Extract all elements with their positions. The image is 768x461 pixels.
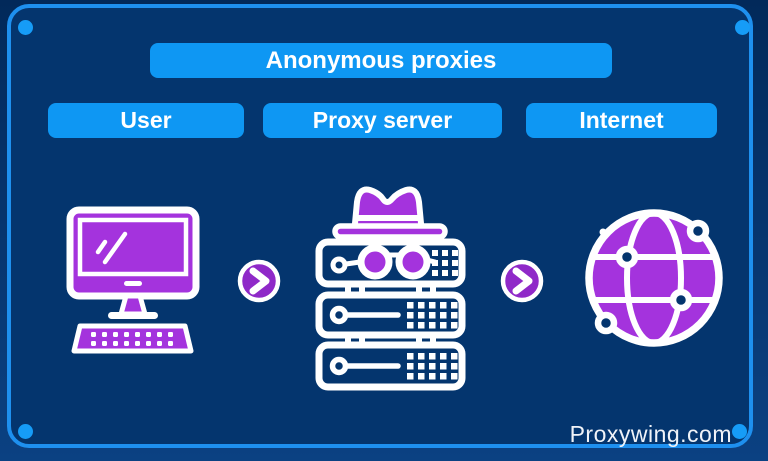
chevron-right-icon xyxy=(500,259,544,303)
spy-server-icon xyxy=(308,180,466,392)
label-user: User xyxy=(48,103,244,138)
label-proxy-server-text: Proxy server xyxy=(312,107,453,133)
label-internet: Internet xyxy=(526,103,717,138)
globe-network-icon xyxy=(581,205,727,351)
title-text: Anonymous proxies xyxy=(265,46,497,74)
desktop-computer-icon xyxy=(62,200,202,358)
corner-dot-bottom-right xyxy=(732,424,747,439)
corner-dot-top-right xyxy=(735,20,750,35)
title-banner: Anonymous proxies xyxy=(150,43,612,78)
chevron-right-icon xyxy=(237,259,281,303)
corner-dot-top-left xyxy=(18,20,33,35)
watermark-text: Proxywing.com xyxy=(569,421,732,447)
label-user-text: User xyxy=(120,107,172,133)
label-internet-text: Internet xyxy=(579,107,664,133)
corner-dot-bottom-left xyxy=(18,424,33,439)
label-proxy-server: Proxy server xyxy=(263,103,502,138)
